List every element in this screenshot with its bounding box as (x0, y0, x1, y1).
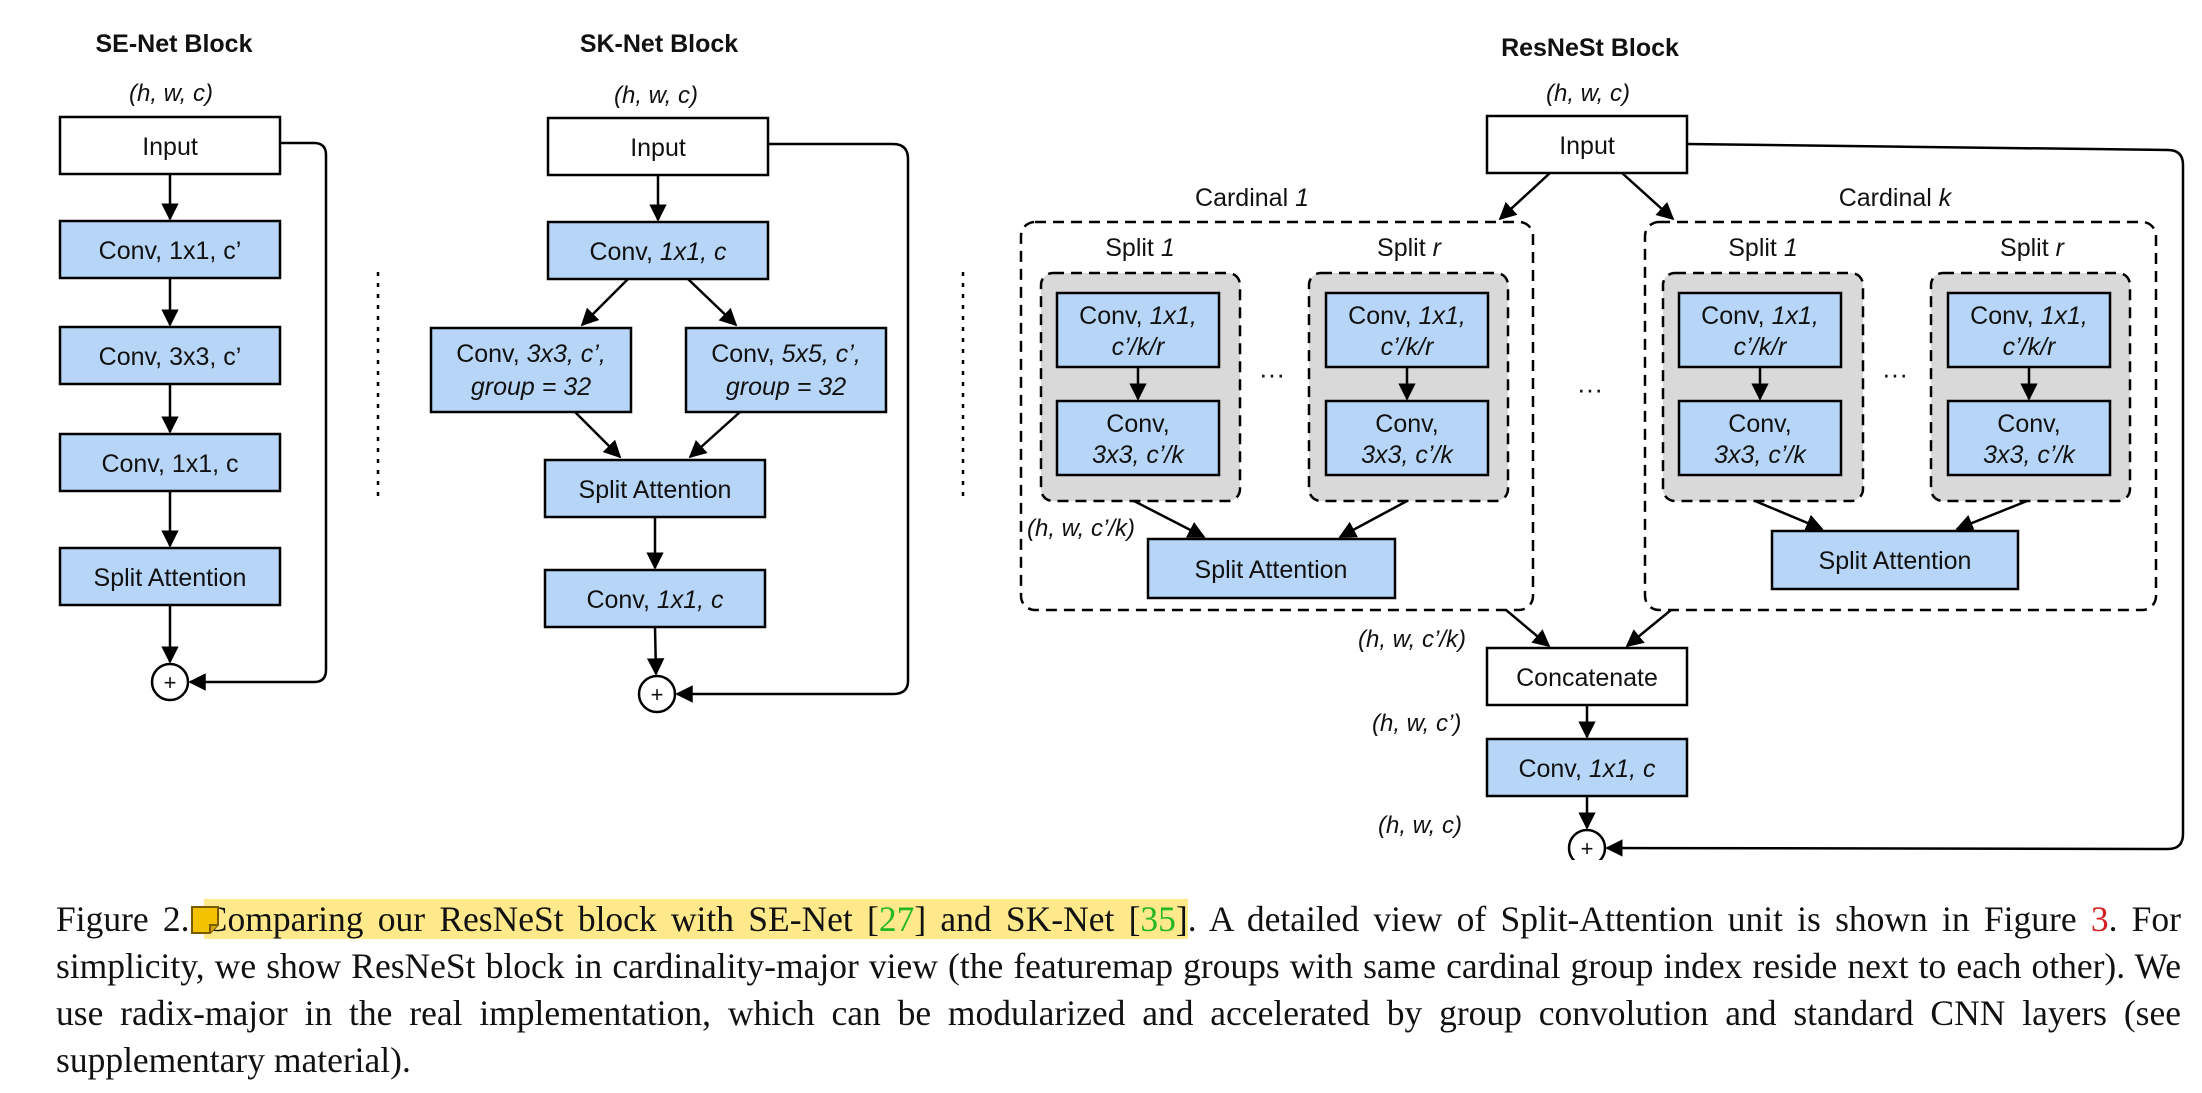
sk-net-sum-symbol: + (651, 682, 664, 707)
sk-net-input-shape: (h, w, c) (614, 82, 698, 109)
sk-net-title: SK-Net Block (580, 30, 738, 58)
concat-output-shape: (h, w, c’) (1372, 710, 1461, 737)
cardinal-k-split-1-conv2-label: Conv, (1728, 410, 1791, 438)
sk-net-branch-left-label: Conv, 3x3, c’, (456, 340, 606, 368)
cardinal-1-split-dots: ··· (1259, 359, 1285, 389)
cardinal-1-split-1-conv1-label: Conv, 1x1, (1079, 302, 1197, 330)
cardinal-k-split-1-conv1-label: Conv, 1x1, (1701, 302, 1819, 330)
sk-net-branch-left-box (429, 326, 633, 414)
resnest-concat-box (1485, 646, 1689, 707)
figure-caption: Figure 2. Comparing our ResNeSt block wi… (56, 899, 2181, 1080)
sk-net-branch-left-group: group = 32 (471, 373, 591, 401)
cardinal-k-split-1-conv1-width: c’/k/r (1734, 333, 1788, 361)
cardinal-k-split-r-conv2-label: Conv, (1997, 410, 2060, 438)
se-net-arrows (161, 141, 328, 691)
caption-prefix: Figure 2. (56, 899, 204, 939)
cardinal-1-split-r-label: Split r (1377, 234, 1443, 262)
sk-net-branch-right-box (684, 326, 888, 414)
caption-highlight: Comparing our ResNeSt block with SE-Net … (203, 899, 1188, 939)
resnest-input-shape: (h, w, c) (1546, 80, 1630, 107)
resnest-conv-final-label: Conv, 1x1, c (1518, 755, 1656, 783)
cardinal-1-frame (1019, 220, 1535, 612)
resnest-sum-node (1567, 828, 1607, 860)
cardinal-1-split-1-conv1-box (1055, 291, 1221, 369)
se-net-input-shape: (h, w, c) (129, 80, 213, 107)
sk-net-conv2-box (543, 568, 767, 629)
cardinal-1-split-1-conv2-label: Conv, (1106, 410, 1169, 438)
citation-se-net[interactable]: 27 (878, 899, 915, 939)
sk-net-sum-node (637, 674, 677, 714)
resnest-output-shape: (h, w, c) (1378, 812, 1462, 839)
resnest-concat-label: Concatenate (1516, 664, 1658, 692)
cardinal-1-label: Cardinal 1 (1195, 184, 1309, 212)
sk-net-conv1-box (546, 220, 770, 281)
cardinal-output-shape: (h, w, c’/k) (1358, 626, 1466, 653)
se-net-conv2-label: Conv, 3x3, c’ (99, 343, 242, 371)
resnest-arrows (1129, 142, 2185, 857)
cardinal-1-split-r-conv1-label: Conv, 1x1, (1348, 302, 1466, 330)
caption-body: . For simplicity, we show ResNeSt block … (56, 899, 2181, 1080)
citation-sk-net[interactable]: 35 (1140, 899, 1176, 939)
sk-net-block: SK-Net Block (h, w, c) Input Conv, 1x1, … (429, 30, 910, 714)
resnest-input-label: Input (1559, 132, 1615, 160)
architecture-diagram: SE-Net Block (h, w, c) Input Conv, 1x1, … (58, 30, 2185, 860)
cardinal-1-attention-label: Split Attention (1195, 556, 1348, 584)
resnest-block: ResNeSt Block (h, w, c) Input Cardinal 1… (1019, 34, 2185, 860)
sk-net-input-box (546, 116, 770, 177)
se-net-attention-label: Split Attention (94, 564, 247, 592)
cardinal-1-split-r-conv2-width: 3x3, c’/k (1361, 441, 1454, 469)
cardinal-1-split-shape: (h, w, c’/k) (1027, 515, 1135, 542)
cardinal-k-split-r-conv2-width: 3x3, c’/k (1983, 441, 2076, 469)
cardinal-1-attention-box (1146, 537, 1397, 600)
sk-net-branch-right-label: Conv, 5x5, c’, (711, 340, 861, 368)
sk-net-attention-box (543, 458, 767, 519)
sk-net-attention-label: Split Attention (579, 476, 732, 504)
se-net-conv3-box (58, 432, 282, 493)
cardinal-k-split-1-label: Split 1 (1728, 234, 1798, 262)
cardinal-k-attention-label: Split Attention (1819, 547, 1972, 575)
resnest-sum-symbol: + (1581, 836, 1594, 860)
cardinal-1-split-1-conv2-box (1055, 399, 1221, 477)
se-net-title: SE-Net Block (96, 30, 253, 58)
se-net-block: SE-Net Block (h, w, c) Input Conv, 1x1, … (58, 30, 328, 702)
cardinal-1-split-1-conv2-width: 3x3, c’/k (1092, 441, 1185, 469)
cardinal-k-split-dots: ··· (1882, 359, 1908, 389)
se-net-conv1-box (58, 219, 282, 280)
cardinal-1-split-1-label: Split 1 (1105, 234, 1175, 262)
resnest-conv-final-box (1485, 737, 1689, 798)
cardinal-1-group: Cardinal 1 Split 1 Conv, 1x1, c’/k/r Con… (1019, 184, 1535, 612)
se-net-input-box (58, 115, 282, 176)
se-net-conv3-label: Conv, 1x1, c (101, 450, 238, 478)
cardinal-k-split-r-label: Split r (2000, 234, 2066, 262)
cardinal-1-split-r-conv2-box (1324, 399, 1490, 477)
sk-net-input-label: Input (630, 134, 686, 162)
se-net-sum-node (150, 662, 190, 702)
cardinal-k-attention-box (1770, 529, 2020, 591)
se-net-sum-symbol: + (164, 670, 177, 695)
cardinal-k-group: Cardinal k Split 1 Conv, 1x1, c’/k/r Con… (1643, 184, 2158, 612)
sk-net-arrows (574, 142, 910, 703)
cardinal-k-split-r-conv1-width: c’/k/r (2003, 333, 2057, 361)
cardinal-k-label: Cardinal k (1839, 184, 1953, 212)
cardinal-k-split-r-conv2-box (1946, 399, 2112, 477)
sk-net-conv2-label: Conv, 1x1, c (586, 586, 724, 614)
se-net-conv1-label: Conv, 1x1, c’ (99, 237, 242, 265)
sk-net-branch-right-group: group = 32 (726, 373, 846, 401)
cardinal-1-split-r-conv1-width: c’/k/r (1381, 333, 1435, 361)
figure-3-link[interactable]: 3 (2090, 899, 2109, 939)
cardinal-1-split-r-conv2-label: Conv, (1375, 410, 1438, 438)
cardinal-k-split-1-conv2-box (1677, 399, 1843, 477)
cardinal-k-frame (1643, 220, 2158, 612)
sk-net-conv1-label: Conv, 1x1, c (589, 238, 727, 266)
resnest-title: ResNeSt Block (1501, 34, 1679, 62)
cardinal-dots: ··· (1577, 374, 1603, 404)
cardinal-1-split-1-conv1-width: c’/k/r (1112, 333, 1166, 361)
cardinal-k-split-1-conv2-width: 3x3, c’/k (1714, 441, 1807, 469)
se-net-input-label: Input (142, 133, 198, 161)
cardinal-k-split-r-conv1-label: Conv, 1x1, (1970, 302, 2088, 330)
